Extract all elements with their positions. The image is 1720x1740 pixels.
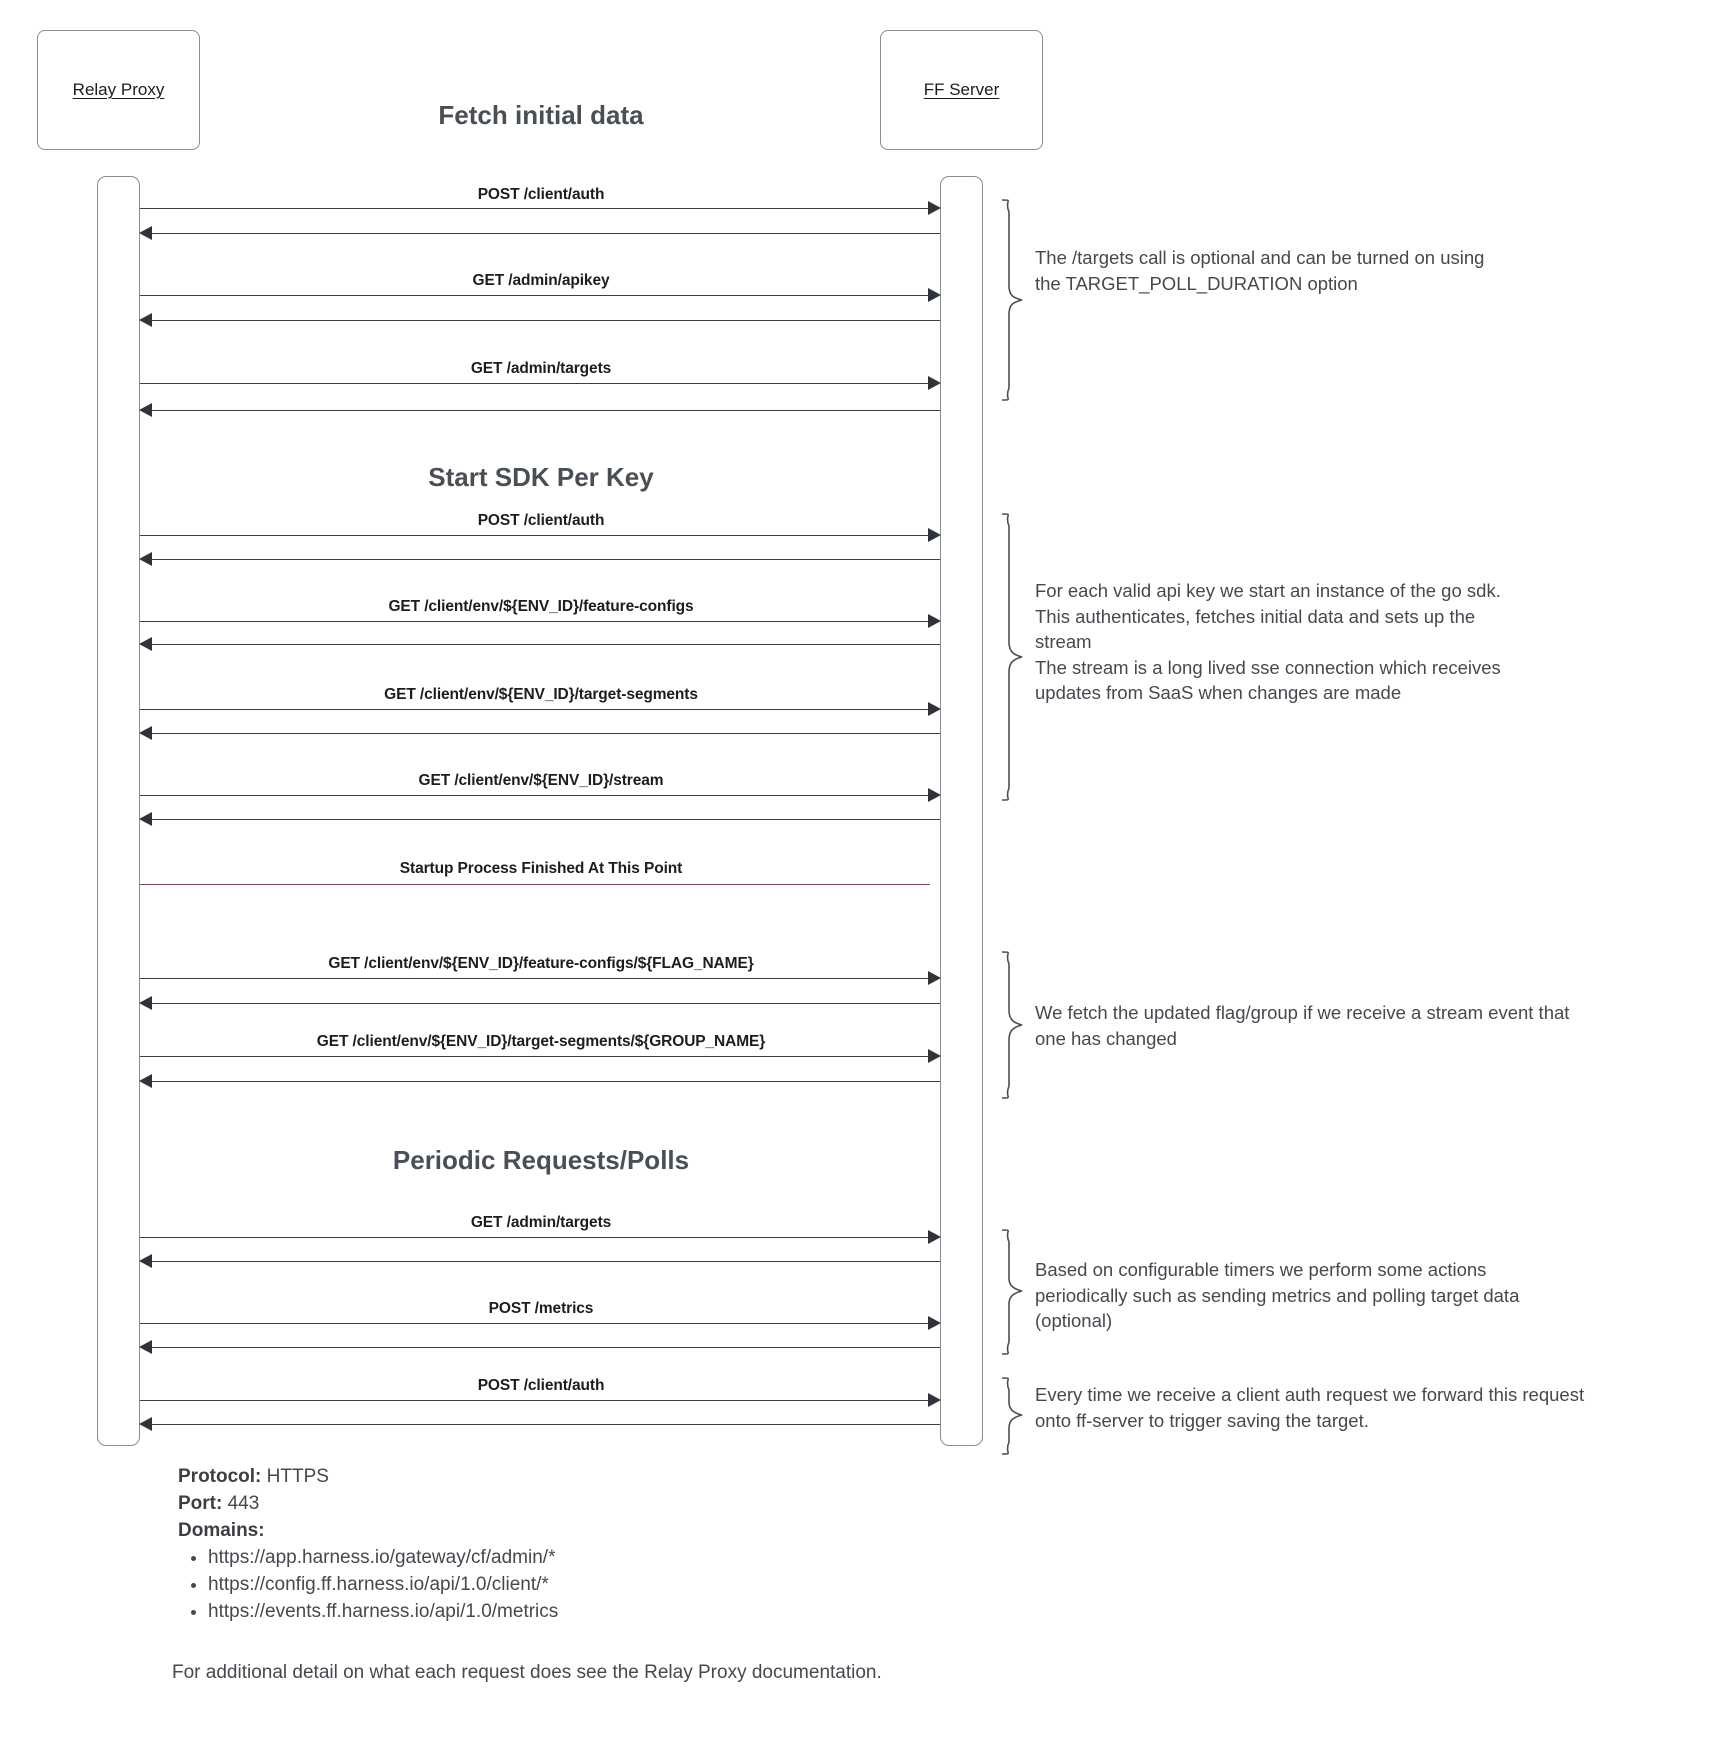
list-item: https://events.ff.harness.io/api/1.0/met… [208,1598,878,1625]
lifeline-ff-server [940,176,983,1446]
message-label-m7: GET /client/env/${ENV_ID}/stream [418,772,664,789]
arrow-head-m10-request [928,1230,941,1244]
message-arrow-m5-response [152,644,940,645]
list-item: https://app.harness.io/gateway/cf/admin/… [208,1544,878,1571]
message-arrow-m2-response [152,320,940,321]
arrow-head-m10-response [139,1254,152,1268]
message-arrow-m10-response [152,1261,940,1262]
note-brace-stream-update [1001,951,1023,1099]
arrow-head-m5-response [139,637,152,651]
message-arrow-m3-request [140,383,930,384]
message-arrow-m6-request [140,709,930,710]
message-arrow-m10-request [140,1237,930,1238]
message-label-m5: GET /client/env/${ENV_ID}/feature-config… [388,598,694,615]
arrow-head-m3-response [139,403,152,417]
message-arrow-m12-response [152,1424,940,1425]
message-arrow-m7-request [140,795,930,796]
message-label-m3: GET /admin/targets [470,360,612,377]
actor-box-relay-proxy[interactable]: Relay Proxy [37,30,200,150]
message-arrow-m1-response [152,233,940,234]
arrow-head-m2-response [139,313,152,327]
message-arrow-m3-response [152,410,940,411]
message-label-m6: GET /client/env/${ENV_ID}/target-segment… [384,686,698,703]
message-arrow-m9-request [140,1056,930,1057]
arrow-head-m3-request [928,376,941,390]
list-item: https://config.ff.harness.io/api/1.0/cli… [208,1571,878,1598]
message-arrow-m4-response [152,559,940,560]
message-label-m9: GET /client/env/${ENV_ID}/target-segment… [316,1033,766,1050]
message-arrow-m9-response [152,1081,940,1082]
arrow-head-m1-request [928,201,941,215]
divider-label-startup-finished: Startup Process Finished At This Point [399,860,683,877]
message-arrow-m5-request [140,621,930,622]
note-text-client-auth-forward: Every time we receive a client auth requ… [1035,1384,1585,1431]
note-text-stream-update: We fetch the updated flag/group if we re… [1035,1002,1570,1049]
message-label-m12: POST /client/auth [477,1377,605,1394]
arrow-head-m4-request [928,528,941,542]
actor-label-ff-server: FF Server [923,80,1000,99]
message-arrow-m8-response [152,1003,940,1004]
message-arrow-m8-request [140,978,930,979]
footer-domains-label: Domains: [178,1520,265,1541]
message-label-m8: GET /client/env/${ENV_ID}/feature-config… [328,955,754,972]
footer-connection-details: Protocol: HTTPS Port: 443 Domains: https… [178,1463,878,1625]
section-title-periodic-requests: Periodic Requests/Polls [392,1145,690,1175]
message-label-m1: POST /client/auth [477,186,605,203]
arrow-head-m4-response [139,552,152,566]
arrow-head-m8-response [139,996,152,1010]
message-label-m11: POST /metrics [488,1300,594,1317]
footer-port-label: Port: [178,1493,223,1514]
footer-port-row: Port: 443 [178,1490,878,1517]
message-arrow-m7-response [152,819,940,820]
arrow-head-m7-request [928,788,941,802]
section-title-start-sdk-per-key: Start SDK Per Key [428,462,654,492]
message-label-m4: POST /client/auth [477,512,605,529]
note-text-periodic: Based on configurable timers we perform … [1035,1259,1520,1331]
arrow-head-m9-response [139,1074,152,1088]
actor-box-ff-server[interactable]: FF Server [880,30,1043,150]
message-arrow-m11-request [140,1323,930,1324]
note-brace-client-auth-forward [1001,1377,1023,1455]
actor-label-relay-proxy: Relay Proxy [72,80,165,99]
footer-domains-list: https://app.harness.io/gateway/cf/admin/… [178,1544,878,1625]
footer-protocol-label: Protocol: [178,1466,262,1487]
arrow-head-m1-response [139,226,152,240]
footer-closing-note: For additional detail on what each reque… [172,1662,882,1683]
lifeline-relay-proxy [97,176,140,1446]
footer-protocol-value: HTTPS [266,1466,329,1487]
message-arrow-m12-request [140,1400,930,1401]
note-brace-sdk-instance [1001,513,1023,801]
divider-line-startup-finished [140,884,930,885]
message-arrow-m4-request [140,535,930,536]
arrow-head-m12-request [928,1393,941,1407]
footer-port-value: 443 [227,1493,260,1514]
arrow-head-m8-request [928,971,941,985]
arrow-head-m11-request [928,1316,941,1330]
footer-domains-row: Domains: [178,1517,878,1544]
message-arrow-m6-response [152,733,940,734]
arrow-head-m9-request [928,1049,941,1063]
message-arrow-m1-request [140,208,930,209]
arrow-head-m2-request [928,288,941,302]
note-text-sdk-instance: For each valid api key we start an insta… [1035,580,1501,703]
note-brace-targets-optional [1001,199,1023,401]
arrow-head-m11-response [139,1340,152,1354]
arrow-head-m12-response [139,1417,152,1431]
message-arrow-m11-response [152,1347,940,1348]
arrow-head-m7-response [139,812,152,826]
note-brace-periodic [1001,1229,1023,1355]
arrow-head-m5-request [928,614,941,628]
arrow-head-m6-response [139,726,152,740]
note-text-targets-optional: The /targets call is optional and can be… [1035,247,1485,294]
message-label-m10: GET /admin/targets [470,1214,612,1231]
message-label-m2: GET /admin/apikey [472,272,610,289]
message-arrow-m2-request [140,295,930,296]
footer-protocol-row: Protocol: HTTPS [178,1463,878,1490]
section-title-fetch-initial-data: Fetch initial data [438,100,644,130]
arrow-head-m6-request [928,702,941,716]
